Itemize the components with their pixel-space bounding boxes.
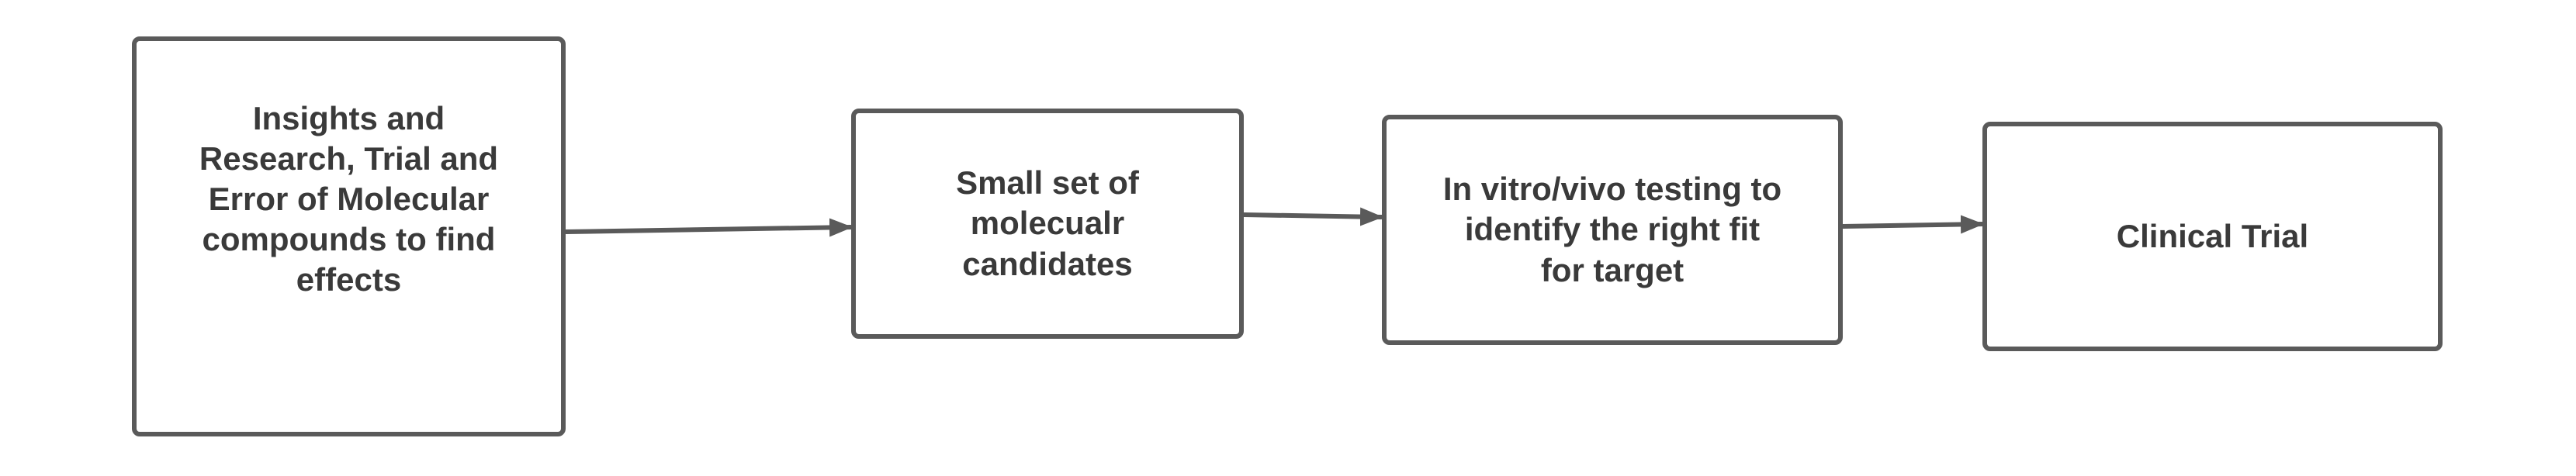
connector-molecular-candidates-to-vitro-vivo-testing[interactable] [1243,207,1383,226]
node-label-line: molecualr [970,205,1125,242]
node-label-line: candidates [962,245,1133,282]
node-label-line: compounds to find [202,221,496,258]
node-label-line: Small set of [956,164,1139,202]
node-label-line: Error of Molecular [208,180,490,217]
node-label-line: for target [1540,251,1684,288]
node-label-line: Insights and [252,99,445,136]
connector-discovery-research-to-molecular-candidates[interactable] [565,218,853,237]
flow-node-clinical-trial[interactable]: Clinical Trial [1982,122,2443,351]
connector-vitro-vivo-testing-to-clinical-trial[interactable] [1842,215,1984,234]
node-label-line: Clinical Trial [2116,217,2309,254]
node-label-line: Research, Trial and [199,140,499,177]
node-label-line: In vitro/vivo testing to [1442,171,1782,208]
node-label-line: identify the right fit [1464,211,1761,248]
node-label-clinical-trial: Clinical Trial [1987,216,2438,257]
node-label-line: effects [296,261,402,298]
